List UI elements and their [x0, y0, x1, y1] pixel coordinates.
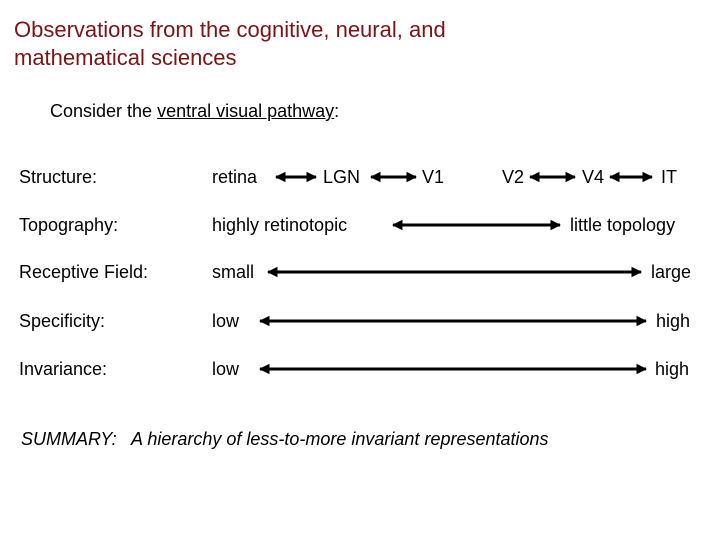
receptive-field-start: small — [212, 262, 255, 282]
specificity-label: Specificity: — [19, 311, 106, 331]
invariance-start: low — [212, 359, 240, 379]
summary-line: SUMMARY: A hierarchy of less-to-more inv… — [21, 429, 549, 449]
topography-start: highly retinotopic — [212, 215, 348, 235]
stage-lgn: LGN — [323, 167, 361, 187]
stage-v1: V1 — [422, 167, 445, 187]
ventral-pathway-term: ventral visual pathway — [157, 101, 335, 121]
stage-v2: V2 — [502, 167, 525, 187]
intro-line: Consider the ventral visual pathway: — [50, 101, 339, 122]
invariance-end: high — [655, 359, 690, 379]
intro-suffix: : — [334, 101, 340, 121]
invariance-label: Invariance: — [19, 359, 108, 379]
structure-label: Structure: — [19, 167, 98, 187]
topography-label: Topography: — [19, 215, 119, 235]
topography-end: little topology — [570, 215, 676, 235]
specificity-end: high — [656, 311, 691, 331]
receptive-field-end: large — [651, 262, 692, 282]
stage-retina: retina — [212, 167, 258, 187]
intro-prefix: Consider the — [50, 101, 158, 121]
stage-it: IT — [661, 167, 677, 187]
receptive-field-label: Receptive Field: — [19, 262, 149, 282]
stage-v4: V4 — [582, 167, 605, 187]
page-title: Observations from the cognitive, neural,… — [14, 17, 446, 70]
specificity-start: low — [212, 311, 240, 331]
